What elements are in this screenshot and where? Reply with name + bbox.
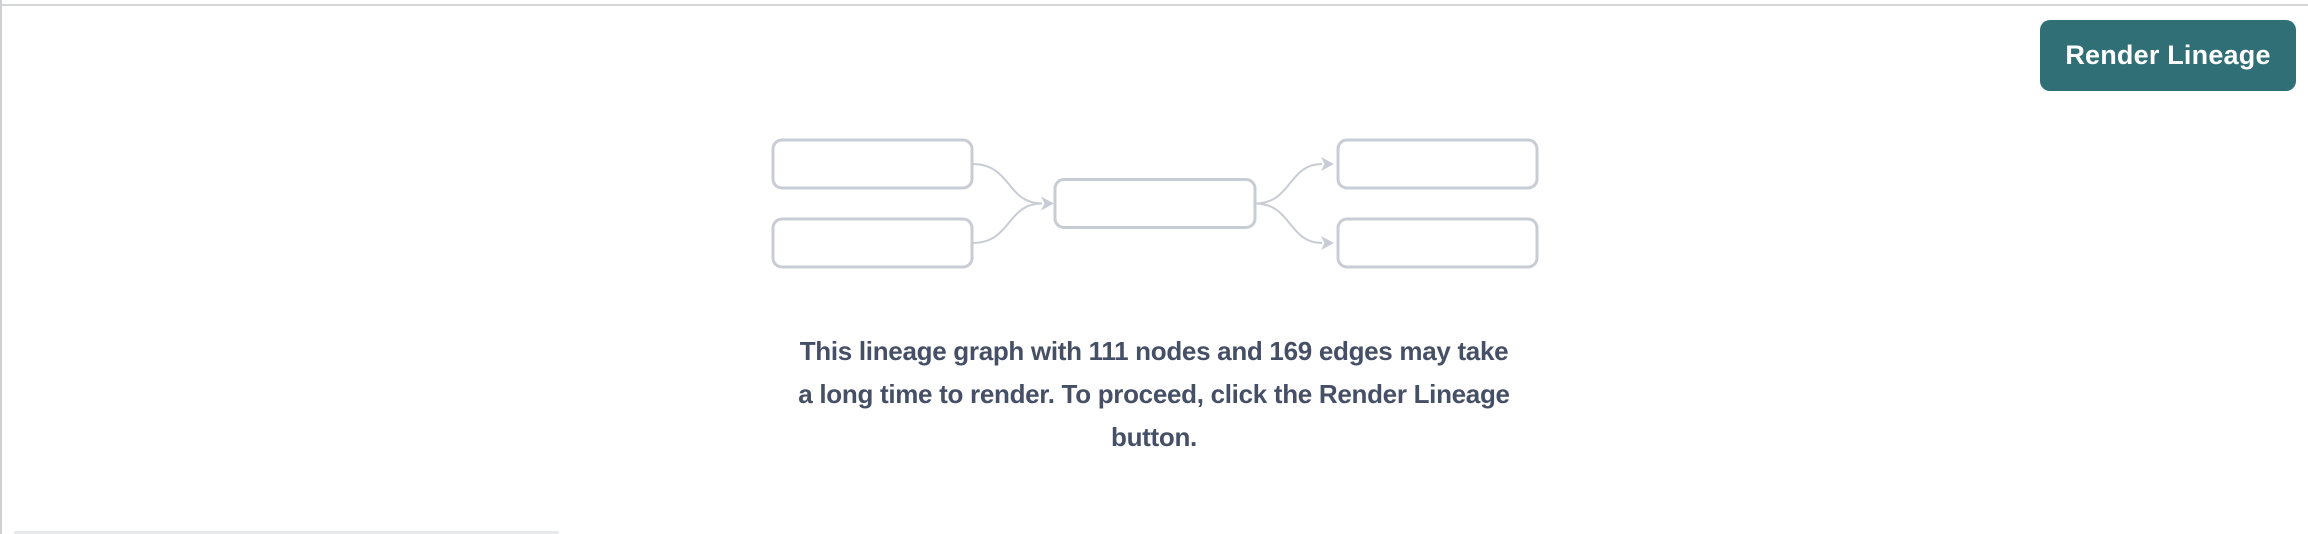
- placeholder-node: [771, 138, 974, 190]
- edge-arrowhead-icon: [1321, 236, 1334, 250]
- edge-arrowhead-icon: [1321, 157, 1334, 171]
- edge-arrowhead-icon: [1041, 196, 1054, 211]
- message-line: a long time to render. To proceed, click…: [798, 379, 1510, 409]
- render-warning-message: This lineage graph with 111 nodes and 16…: [798, 330, 1510, 459]
- placeholder-node: [1053, 178, 1257, 229]
- panel-left-border: [0, 0, 2, 534]
- placeholder-edge: [1254, 202, 1323, 244]
- placeholder-edge: [971, 163, 1043, 205]
- placeholder-edge: [1254, 163, 1323, 205]
- panel-top-border: [2, 4, 2308, 6]
- placeholder-node: [771, 217, 974, 269]
- placeholder-node: [1336, 217, 1539, 269]
- lineage-graph-placeholder: [771, 138, 1539, 269]
- message-line: This lineage graph with 111 nodes and 16…: [799, 336, 1509, 366]
- horizontal-scrollbar-thumb[interactable]: [14, 531, 559, 534]
- placeholder-node: [1336, 138, 1539, 190]
- message-line: button.: [1111, 422, 1197, 452]
- render-lineage-button[interactable]: Render Lineage: [2040, 20, 2296, 91]
- placeholder-edge: [971, 202, 1043, 244]
